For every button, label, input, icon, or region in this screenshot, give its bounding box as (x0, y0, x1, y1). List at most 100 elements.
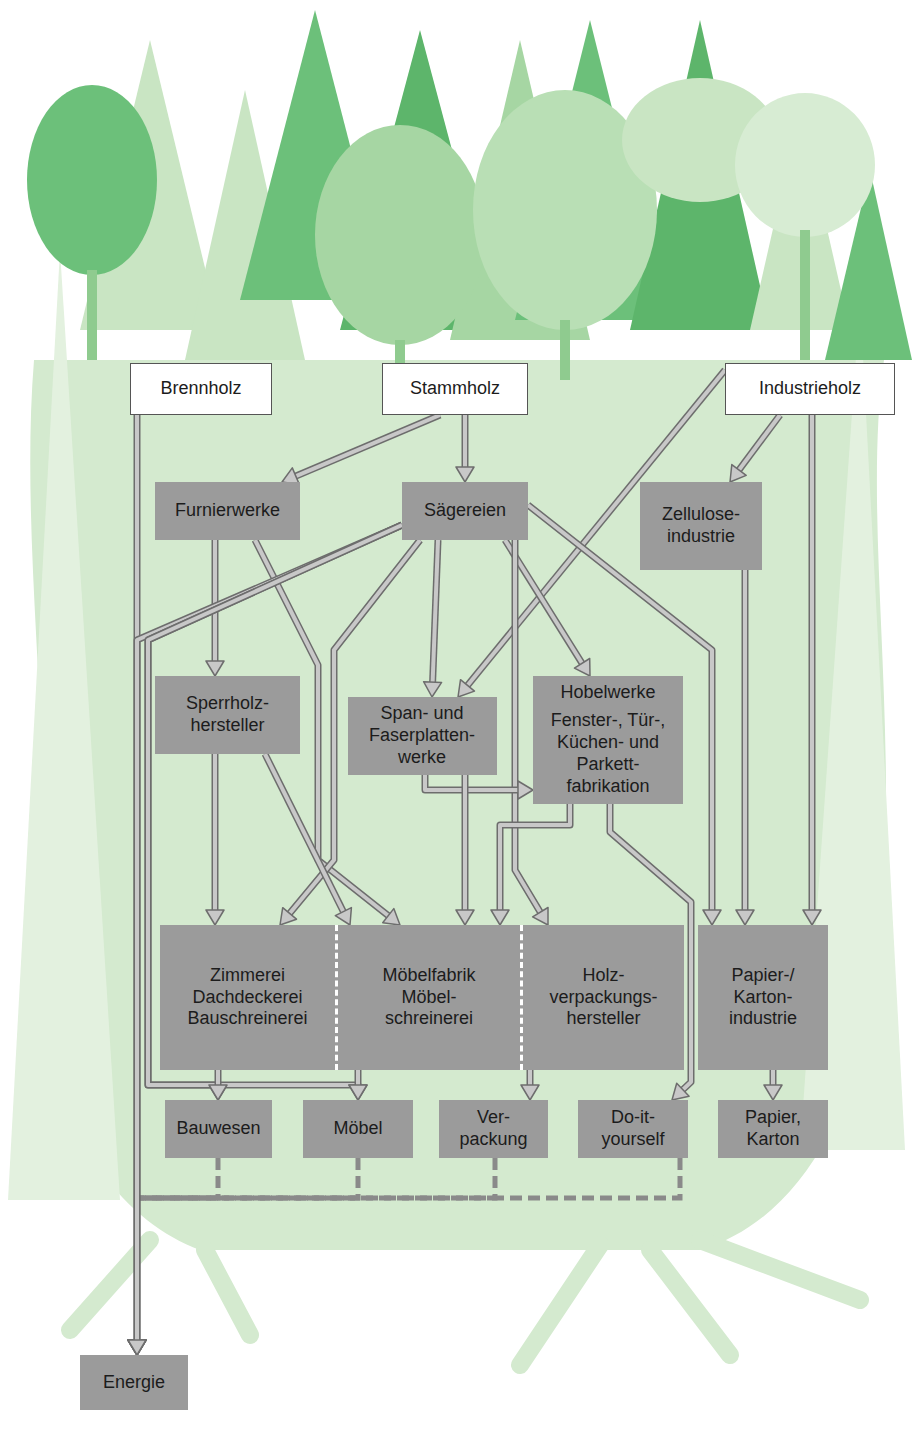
box-label: Bauwesen (176, 1118, 260, 1140)
flow-line (737, 415, 780, 472)
flow-line (137, 1158, 495, 1343)
box-label: Sperrholz- hersteller (173, 693, 283, 737)
arrow-head (764, 1085, 782, 1100)
box-label: Sägereien (424, 500, 506, 522)
flow-line (137, 1158, 358, 1343)
product-box: Energie (80, 1355, 188, 1410)
arrow-head (335, 908, 351, 925)
flow-line (293, 415, 440, 477)
flow-arrow (424, 540, 442, 697)
source-box: Industrieholz (725, 363, 895, 415)
flow-line (212, 754, 219, 913)
box-label: Zimmerei Dachdeckerei Bauschreinerei (183, 965, 313, 1031)
flow-arrow (730, 415, 780, 482)
product-box: Bauwesen (165, 1100, 272, 1158)
box-label: Ver- packung (446, 1107, 541, 1151)
flow-line (433, 540, 439, 685)
arrow-head (518, 781, 533, 799)
box-label: Industrieholz (759, 378, 861, 400)
arrow-head (209, 1085, 227, 1100)
flow-line (500, 804, 570, 913)
arrow-head (533, 908, 548, 926)
flow-line (293, 415, 440, 477)
flow-arrow (521, 1070, 539, 1100)
arrow-head (128, 1340, 146, 1355)
flow-arrow (456, 415, 474, 482)
process-box: Zellulose- industrie (640, 482, 762, 570)
arrow-head (736, 910, 754, 925)
arrow-head (574, 659, 590, 677)
flow-line (500, 804, 570, 913)
box-label: Papier, Karton (726, 1107, 821, 1151)
arrow-head (128, 1340, 146, 1355)
arrow-head (703, 910, 721, 925)
flow-line (433, 540, 439, 685)
flow-arrow (803, 415, 821, 925)
box-label: Möbelfabrik Möbel- schreinerei (369, 965, 489, 1031)
flow-arrow (425, 775, 533, 799)
arrow-head (803, 910, 821, 925)
flow-arrow (209, 1070, 227, 1100)
source-box: Brennholz (130, 363, 272, 415)
box-label: Brennholz (160, 378, 241, 400)
flow-line (137, 1158, 680, 1343)
box-label: Energie (103, 1372, 165, 1394)
arrow-head (730, 465, 746, 482)
flow-line (809, 415, 816, 913)
arrow-head (383, 909, 400, 925)
arrow-head (424, 682, 442, 697)
box-label: Fenster-, Tür-, Küchen- und Parkett- fab… (541, 710, 676, 798)
flow-arrow (736, 570, 754, 925)
arrow-head (206, 661, 224, 676)
box-label: Stammholz (410, 378, 500, 400)
box-label: Papier-/ Karton- industrie (718, 965, 808, 1031)
arrow-head (456, 467, 474, 482)
flow-line (213, 754, 217, 913)
flow-line (742, 570, 749, 913)
source-box: Stammholz (382, 363, 528, 415)
product-box: Ver- packung (439, 1100, 548, 1158)
flow-line (462, 415, 469, 470)
flow-line (462, 775, 469, 913)
box-label: Zellulose- industrie (651, 504, 751, 548)
arrow-head (521, 1085, 539, 1100)
flow-line (425, 775, 521, 790)
process-box: Holz- verpackungs- hersteller (520, 925, 684, 1070)
process-box: Span- und Faserplatten- werke (348, 697, 497, 775)
flow-line (463, 775, 467, 913)
flow-arrow (128, 1158, 680, 1355)
arrow-head (491, 910, 509, 925)
process-box: Papier-/ Karton- industrie (698, 925, 828, 1070)
product-box: Do-it- yourself (578, 1100, 688, 1158)
process-box: HobelwerkeFenster-, Tür-, Küchen- und Pa… (533, 676, 683, 804)
flow-line (743, 570, 747, 913)
box-label: Möbel (333, 1118, 382, 1140)
flow-arrow (128, 1158, 495, 1355)
flow-arrow (128, 1158, 218, 1355)
box-label: Furnierwerke (175, 500, 280, 522)
arrow-head (128, 1340, 146, 1355)
arrow-head (456, 910, 474, 925)
arrow-head (458, 680, 475, 697)
arrow-head (349, 1085, 367, 1100)
flow-arrow (128, 1158, 358, 1355)
flow-line (265, 754, 345, 914)
arrow-head (128, 1340, 146, 1355)
flow-arrow (491, 804, 570, 925)
process-box: Zimmerei Dachdeckerei Bauschreinerei (160, 925, 335, 1070)
arrow-head (349, 1085, 367, 1100)
flow-line (425, 775, 521, 790)
flow-arrow (265, 754, 351, 925)
process-box: Sperrholz- hersteller (155, 676, 300, 754)
box-label: Hobelwerke (560, 682, 655, 704)
flow-line (265, 754, 345, 914)
arrow-head (206, 910, 224, 925)
product-box: Möbel (303, 1100, 413, 1158)
arrow-head (128, 1340, 146, 1355)
box-label: Holz- verpackungs- hersteller (546, 965, 661, 1031)
flow-line (737, 415, 780, 472)
arrow-head (280, 908, 297, 925)
box-label: Do-it- yourself (586, 1107, 681, 1151)
flow-line (137, 1158, 218, 1343)
